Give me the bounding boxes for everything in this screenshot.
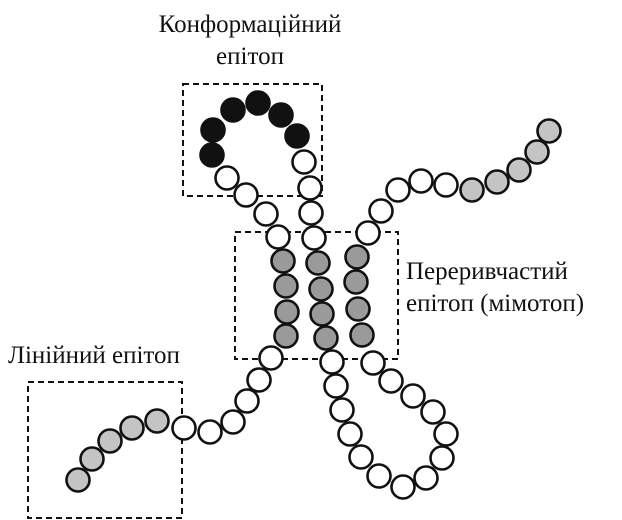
amino-acid-bead [273, 273, 299, 299]
amino-acid-bead [220, 97, 246, 123]
amino-acid-bead [433, 172, 459, 198]
amino-acid-bead [484, 169, 510, 195]
amino-acid-bead [234, 388, 260, 414]
amino-acid-bead [400, 383, 426, 409]
amino-acid-bead [343, 269, 369, 295]
amino-acid-bead [385, 177, 411, 203]
conformational-label-line1: Конформаційний [159, 11, 342, 38]
amino-acid-bead [319, 349, 345, 375]
amino-acid-bead [199, 142, 225, 168]
amino-acid-bead [270, 248, 296, 274]
amino-acid-bead [459, 177, 485, 203]
amino-acid-bead [298, 200, 324, 226]
amino-acid-bead [420, 399, 446, 425]
amino-acid-bead [429, 445, 455, 471]
amino-acid-bead [506, 157, 532, 183]
amino-acid-bead [309, 301, 335, 327]
amino-acid-bead [323, 373, 349, 399]
amino-acid-bead [197, 419, 223, 445]
amino-acid-bead [291, 149, 317, 175]
amino-acid-bead [329, 397, 355, 423]
amino-acid-bead [536, 118, 562, 144]
amino-acid-bead [171, 415, 197, 441]
amino-acid-bead [200, 117, 226, 143]
amino-acid-bead [345, 296, 371, 322]
amino-acid-bead [366, 463, 392, 489]
linear-label: Лінійний епітоп [8, 342, 180, 369]
amino-acid-bead [368, 198, 394, 224]
amino-acid-bead [258, 345, 284, 371]
amino-acid-bead [273, 323, 299, 349]
amino-acid-bead [119, 415, 145, 441]
amino-acid-bead [97, 428, 123, 454]
amino-acid-bead [253, 201, 279, 227]
amino-acid-bead [524, 139, 550, 165]
amino-acid-bead [433, 421, 459, 447]
amino-acid-bead [220, 409, 246, 435]
amino-acid-bead [355, 220, 381, 246]
amino-acid-bead [308, 276, 334, 302]
amino-acid-bead [349, 322, 375, 348]
amino-acid-bead [301, 225, 327, 251]
amino-acid-bead [344, 244, 370, 270]
linear-epitope-box [27, 381, 183, 519]
amino-acid-bead [284, 123, 310, 149]
amino-acid-bead [378, 368, 404, 394]
amino-acid-bead [214, 165, 240, 191]
discontinuous-label-line2: епітоп (мімотоп) [406, 290, 584, 317]
amino-acid-bead [413, 465, 439, 491]
amino-acid-bead [144, 408, 170, 434]
amino-acid-bead [313, 325, 339, 351]
amino-acid-bead [274, 299, 300, 325]
discontinuous-label-line1: Переривчастий [406, 258, 568, 285]
amino-acid-bead [348, 444, 374, 470]
amino-acid-bead [297, 175, 323, 201]
amino-acid-bead [390, 474, 416, 500]
amino-acid-bead [245, 90, 271, 116]
amino-acid-bead [65, 467, 91, 493]
amino-acid-bead [233, 182, 259, 208]
amino-acid-bead [337, 421, 363, 447]
amino-acid-bead [246, 367, 272, 393]
peptide-chain [65, 90, 562, 500]
amino-acid-bead [360, 350, 386, 376]
amino-acid-bead [79, 446, 105, 472]
amino-acid-bead [305, 250, 331, 276]
amino-acid-bead [268, 102, 294, 128]
conformational-label-line2: епітоп [216, 43, 284, 70]
amino-acid-bead [408, 168, 434, 194]
amino-acid-bead [265, 224, 291, 250]
